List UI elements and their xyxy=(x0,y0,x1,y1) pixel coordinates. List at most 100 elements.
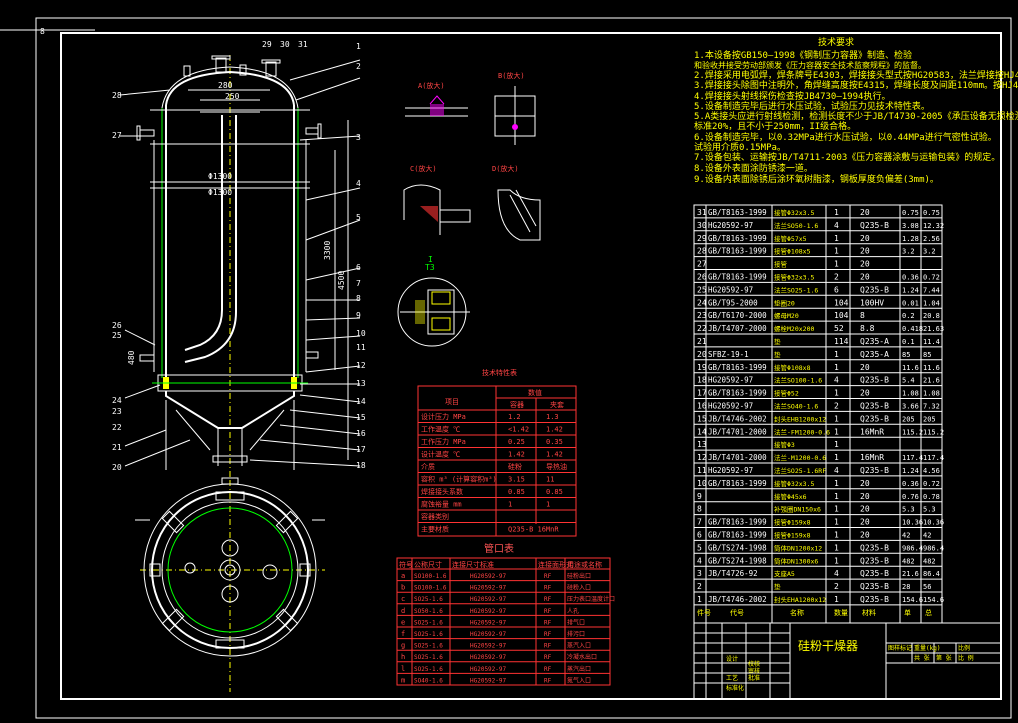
part-name: 法兰SO25-1.6 xyxy=(774,285,818,294)
part-name: 垫 xyxy=(774,337,781,346)
nozzle-std: HG20592-97 xyxy=(470,573,507,580)
tech-row-label: 设计温度 ℃ xyxy=(421,450,460,459)
tech-row-a: 1 xyxy=(508,501,512,509)
tech-row-a: Q235-B 16MnR xyxy=(508,526,559,534)
callout-23: 23 xyxy=(112,407,122,416)
parts-footer-label: 件号 xyxy=(697,608,711,617)
nozzle-std: HG20592-97 xyxy=(470,608,507,615)
part-no: 30 xyxy=(697,221,707,230)
title-label: 标准化 xyxy=(726,684,744,692)
part-total-weight: 0.72 xyxy=(923,480,940,488)
tech-row-a: 0.25 xyxy=(508,438,525,446)
nozzle-use: 压力表口温度计口 xyxy=(567,595,615,603)
tech-row-b: 11 xyxy=(546,476,554,484)
part-material: 20 xyxy=(860,389,870,398)
part-material: 20 xyxy=(860,531,870,540)
part-std: GB/T8163-1999 xyxy=(708,479,767,488)
parts-footer-label: 代号 xyxy=(730,608,744,617)
part-material: 20 xyxy=(860,273,870,282)
part-material: Q235-B xyxy=(860,556,889,565)
callout-10: 10 xyxy=(356,329,366,338)
part-std: GB/T8163-1999 xyxy=(708,273,767,282)
part-std: GB/T8163-1999 xyxy=(708,247,767,256)
part-qty: 1 xyxy=(834,531,839,540)
part-qty: 1 xyxy=(834,492,839,501)
detail-t3-label: T3 xyxy=(425,263,435,272)
nozzle-std: HG20592-97 xyxy=(470,596,507,603)
part-material: 100HV xyxy=(860,298,884,307)
part-unit-weight: 0.01 xyxy=(902,299,919,307)
vessel-plan-view[interactable] xyxy=(135,477,325,692)
nozzle-header: 连接尺寸标准 xyxy=(452,560,494,569)
part-name: 接管Φ32x3.5 xyxy=(774,479,814,488)
part-qty: 52 xyxy=(834,324,844,333)
part-no: 8 xyxy=(697,505,702,514)
tech-col-b: 夹套 xyxy=(550,400,564,409)
part-no: 2 xyxy=(697,582,702,591)
part-std: HG20592-97 xyxy=(708,376,753,385)
tech-row-b: 0.85 xyxy=(546,488,563,496)
part-qty: 104 xyxy=(834,311,849,320)
part-unit-weight: 117.4 xyxy=(902,454,923,462)
part-unit-weight: 11.6 xyxy=(902,364,919,372)
part-unit-weight: 1.28 xyxy=(902,235,919,243)
title-right-label: 图样标记 xyxy=(888,644,912,652)
part-unit-weight: 3.2 xyxy=(902,248,915,256)
detail-views[interactable]: A(放大) B(放大) C(放大) D(放大) I T3 xyxy=(397,71,541,347)
vessel-front-view[interactable]: Φ1300 Φ1300 280 xyxy=(119,55,361,480)
part-unit-weight: 986.4 xyxy=(902,544,923,552)
part-total-weight: 21.6 xyxy=(923,377,940,385)
tech-row-b: 导热油 xyxy=(546,462,567,471)
part-qty: 1 xyxy=(834,247,839,256)
part-total-weight: 12.32 xyxy=(923,222,944,230)
part-std: JB/T4746-2002 xyxy=(708,595,767,604)
part-std: JB/T4707-2000 xyxy=(708,324,767,333)
part-total-weight: 85 xyxy=(923,351,931,359)
detail-a-label: A(放大) xyxy=(418,81,445,90)
detail-i-label: I xyxy=(428,255,433,264)
part-total-weight: 10.36 xyxy=(923,519,944,527)
callout-17: 17 xyxy=(356,445,366,454)
part-unit-weight: 115.2 xyxy=(902,428,923,436)
nozzle-std: HG20592-97 xyxy=(470,654,507,661)
part-total-weight: 154.6 xyxy=(923,596,944,604)
part-name: 法兰SO40-1.6 xyxy=(774,402,818,411)
part-material: 20 xyxy=(860,208,870,217)
part-name: 垫 xyxy=(774,582,781,591)
part-name: 垫圈20 xyxy=(774,298,795,307)
tech-row-a: 1.42 xyxy=(508,451,525,459)
nozzle-sym: e xyxy=(401,618,405,626)
part-std: GB/T8163-1999 xyxy=(708,363,767,372)
part-qty: 1 xyxy=(834,440,839,449)
part-no: 15 xyxy=(697,414,707,423)
part-name: 接管Φ159x8 xyxy=(774,518,811,527)
part-no: 4 xyxy=(697,556,702,565)
part-qty: 1 xyxy=(834,543,839,552)
part-unit-weight: 0.2 xyxy=(902,312,915,320)
part-unit-weight: 0.36 xyxy=(902,480,919,488)
part-no: 20 xyxy=(697,350,707,359)
part-material: 8.8 xyxy=(860,324,875,333)
part-qty: 114 xyxy=(834,337,849,346)
part-total-weight: 0.78 xyxy=(923,493,940,501)
nozzle-use: 氮气入口 xyxy=(567,676,591,684)
part-total-weight: 482 xyxy=(923,557,936,565)
tech-header-right: 数值 xyxy=(528,388,542,397)
part-qty: 2 xyxy=(834,273,839,282)
nozzle-sym: b xyxy=(401,584,405,592)
callout-6: 6 xyxy=(356,263,361,272)
part-name: 接管Φ108x8 xyxy=(774,363,811,372)
part-total-weight: 5.3 xyxy=(923,506,936,514)
callout-25: 25 xyxy=(112,331,122,340)
parts-footer-label: 总 xyxy=(925,608,932,617)
part-name: 法兰-FM1200-0.6 xyxy=(774,427,830,436)
nozzle-face: RF xyxy=(544,643,552,650)
part-name: 法兰SO50-1.6 xyxy=(774,221,818,230)
part-unit-weight: 5.4 xyxy=(902,377,915,385)
part-no: 11 xyxy=(697,466,707,475)
part-name: 接管Φ32x3.5 xyxy=(774,208,814,217)
part-qty: 1 xyxy=(834,595,839,604)
